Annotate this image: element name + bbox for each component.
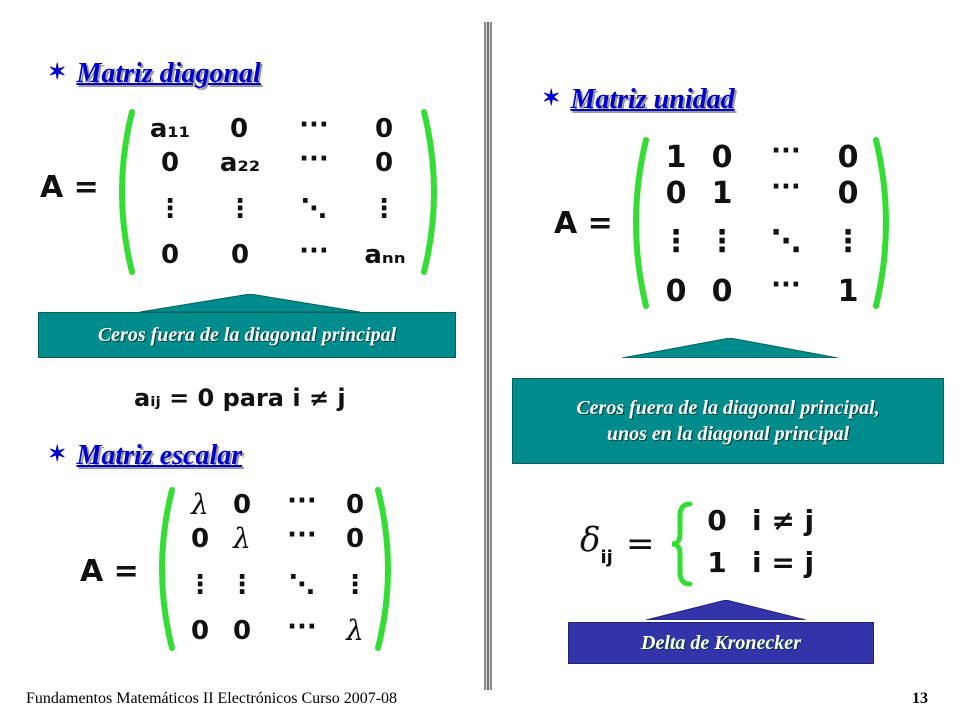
matrix-cell: ··· (299, 236, 329, 266)
scalar-lhs: A = (80, 554, 139, 589)
heading-matriz-diagonal: ✶ Matriz diagonal (48, 58, 261, 90)
matrix-cell: 0 (230, 240, 250, 270)
right-bracket (375, 487, 391, 651)
matrix-cell: ··· (771, 270, 801, 300)
matrix-cell: ⋮ (342, 570, 368, 600)
matrix-cell: 0 (665, 176, 687, 211)
matrix-cell: ⋱ (771, 224, 801, 259)
matrix-cell: ··· (771, 172, 801, 202)
left-bracket (159, 487, 175, 651)
matrix-cell: ⋮ (229, 570, 255, 600)
matrix-cell: 0 (229, 114, 249, 144)
matrix-cell: ⋱ (301, 194, 327, 224)
matrix-cell: ··· (287, 486, 317, 516)
right-bracket (421, 109, 437, 275)
delta-subscript: ij (600, 546, 613, 568)
page-number: 13 (912, 690, 928, 707)
right-bracket (873, 137, 889, 309)
heading-matriz-escalar: ✶ Matriz escalar (48, 440, 242, 472)
matrix-cell: ··· (299, 144, 329, 174)
callout-identity: Ceros fuera de la diagonal principal, un… (512, 378, 944, 464)
matrix-cell: 0 (837, 140, 859, 175)
kronecker-equals: = (626, 524, 655, 564)
matrix-cell: ⋮ (227, 194, 253, 224)
star-bullet-icon: ✶ (48, 441, 67, 466)
matrix-cell: 0 (665, 274, 687, 309)
matrix-cell: 0 (837, 176, 859, 211)
heading-matriz-unidad: ✶ Matriz unidad (542, 84, 735, 116)
matrix-cell: a₂₂ (219, 148, 261, 178)
matrix-cell: 1 (665, 140, 687, 175)
callout-kronecker: Delta de Kronecker (568, 622, 874, 664)
identity-lhs: A = (554, 206, 613, 241)
matrix-cell: 0 (345, 524, 365, 554)
matrix-cell: aₙₙ (364, 240, 406, 270)
callout-line: unos en la diagonal principal (606, 423, 850, 445)
arrow-up-kronecker (646, 600, 806, 620)
matrix-cell: 0 (374, 148, 394, 178)
left-brace (671, 501, 693, 587)
left-bracket (633, 137, 649, 309)
matrix-cell: ⋮ (371, 194, 397, 224)
matrix-cell: 0 (232, 616, 252, 646)
matrix-cell: ··· (299, 110, 329, 140)
heading-text: Matriz unidad (570, 84, 735, 115)
footer-text: Fundamentos Matemáticos II Electrónicos … (26, 690, 398, 707)
matrix-cell: ⋱ (289, 570, 315, 600)
matrix-cell: a₁₁ (149, 114, 191, 144)
diagonal-condition: aᵢⱼ = 0 para i ≠ j (134, 384, 346, 412)
kronecker-case2-value: 1 (707, 546, 727, 579)
matrix-cell: ⋮ (187, 570, 213, 600)
star-bullet-icon: ✶ (542, 85, 561, 110)
kronecker-formula: δij (580, 520, 613, 568)
matrix-cell: 0 (160, 240, 180, 270)
column-divider (484, 22, 492, 690)
matrix-cell: ⋮ (707, 224, 737, 259)
matrix-cell: 0 (374, 114, 394, 144)
matrix-cell: 0 (232, 490, 252, 520)
matrix-cell: 0 (190, 616, 210, 646)
matrix-cell: λ (233, 522, 251, 555)
callout-line: Ceros fuera de la diagonal principal, (576, 397, 880, 419)
heading-text: Matriz diagonal (76, 58, 261, 89)
left-bracket (119, 109, 135, 275)
kronecker-case2-condition: i = j (752, 546, 815, 579)
matrix-cell: 0 (345, 490, 365, 520)
matrix-cell: ⋮ (833, 224, 863, 259)
matrix-cell: ··· (287, 520, 317, 550)
matrix-cell: ··· (287, 612, 317, 642)
matrix-cell: 0 (711, 140, 733, 175)
matrix-cell: λ (346, 614, 364, 647)
matrix-cell: 1 (837, 274, 859, 309)
matrix-cell: 0 (160, 148, 180, 178)
heading-text: Matriz escalar (76, 440, 243, 471)
matrix-cell: ··· (771, 136, 801, 166)
matrix-cell: ⋮ (661, 224, 691, 259)
diagonal-lhs: A = (40, 170, 99, 205)
matrix-cell: 0 (711, 274, 733, 309)
kronecker-case1-value: 0 (707, 504, 727, 537)
callout-diagonal: Ceros fuera de la diagonal principal (38, 312, 456, 358)
delta-symbol: δ (580, 520, 601, 560)
matrix-cell: ⋮ (157, 194, 183, 224)
arrow-up-diagonal (140, 294, 360, 312)
matrix-cell: 0 (190, 524, 210, 554)
star-bullet-icon: ✶ (48, 59, 67, 84)
arrow-up-identity (622, 338, 838, 358)
matrix-cell: 1 (711, 176, 733, 211)
kronecker-case1-condition: i ≠ j (752, 504, 815, 537)
matrix-cell: λ (191, 488, 209, 521)
